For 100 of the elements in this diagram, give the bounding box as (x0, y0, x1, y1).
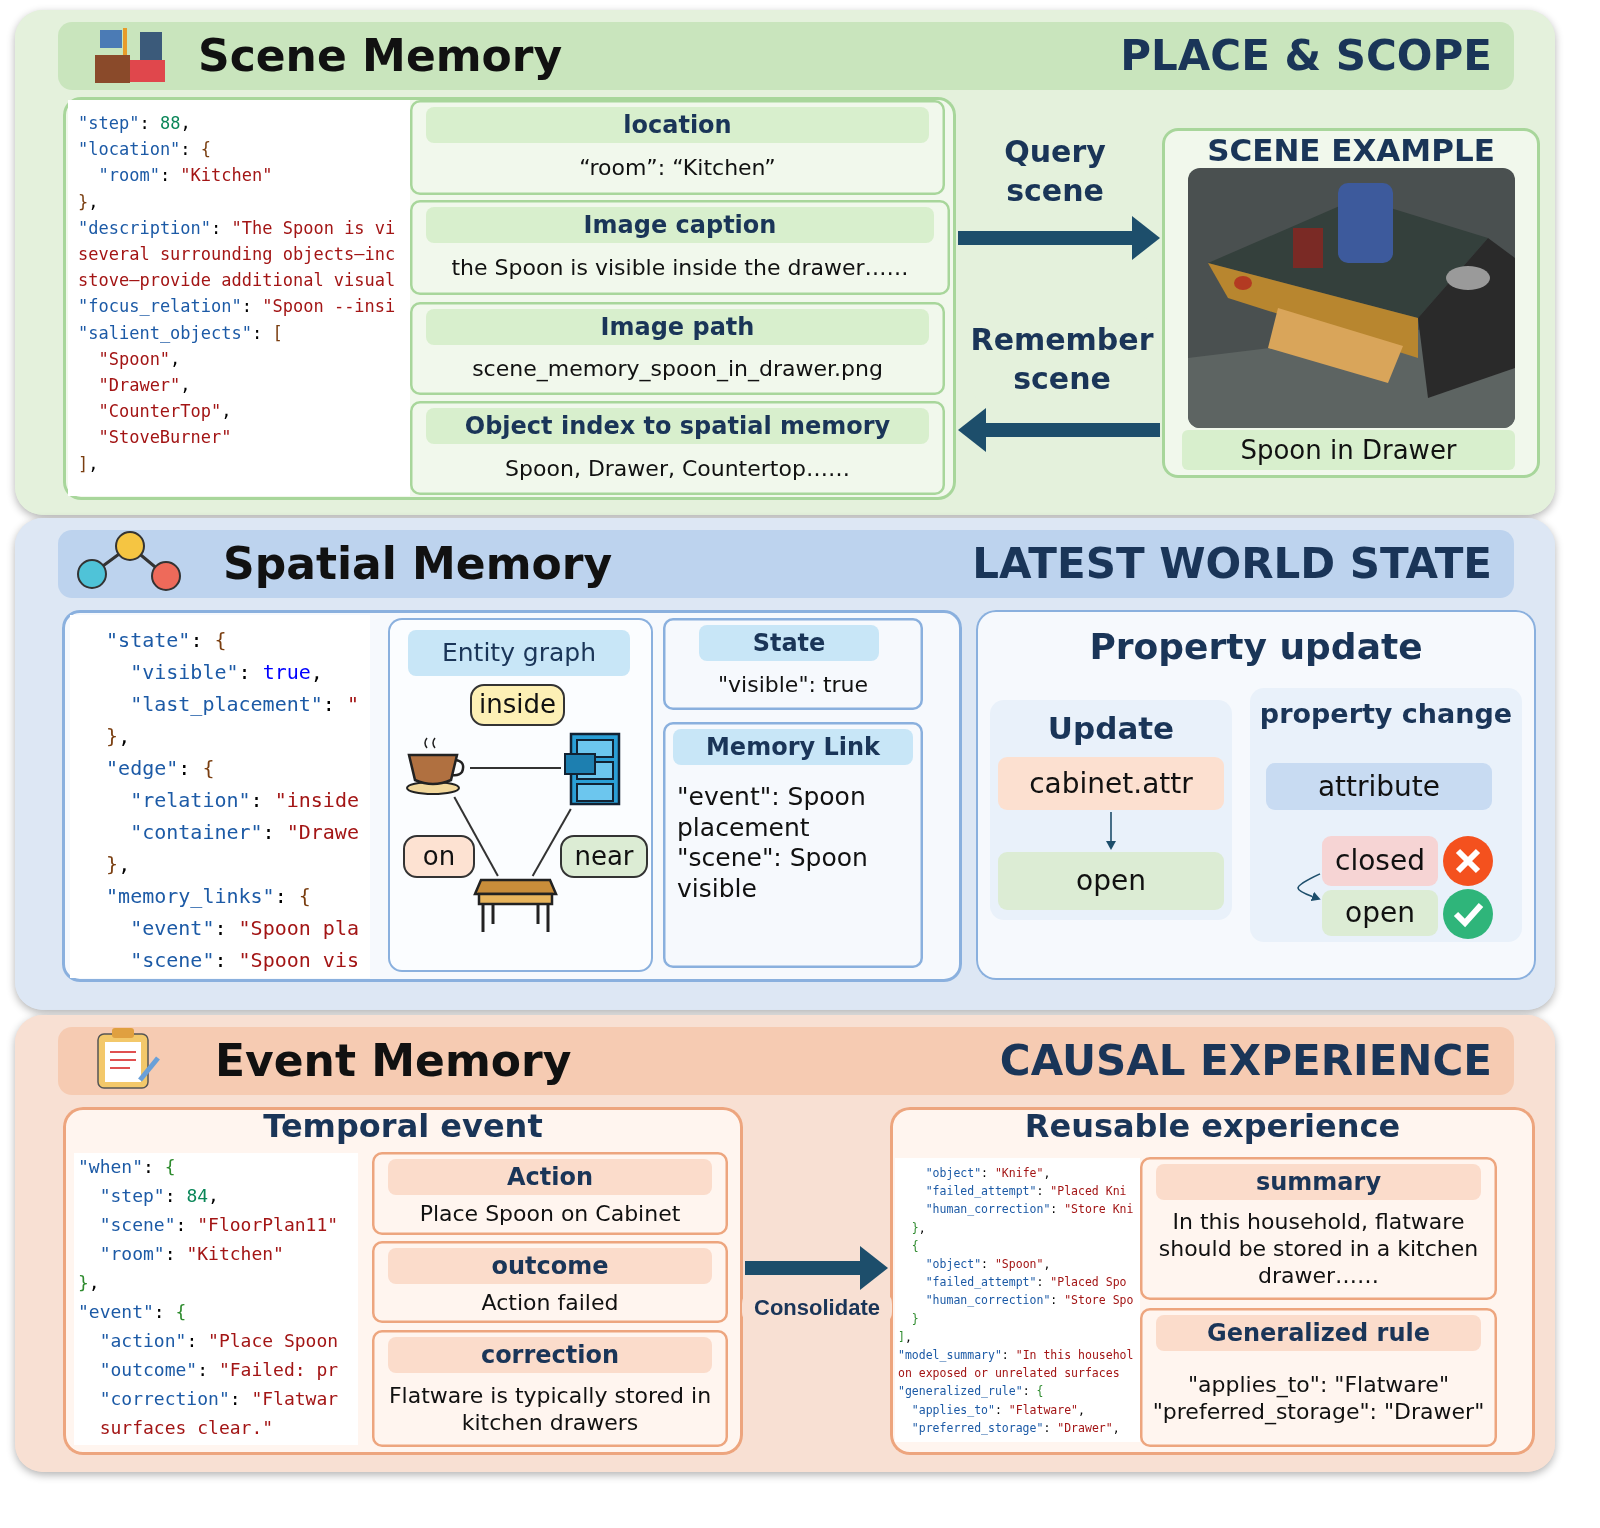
field-heading: Object index to spatial memory (426, 408, 929, 444)
cabinet-icon (563, 732, 623, 807)
field-heading: Memory Link (673, 729, 913, 765)
field-heading: outcome (388, 1248, 712, 1284)
update-card (976, 610, 1536, 980)
code-line: "location": { (78, 138, 212, 162)
block-arrow (958, 408, 1160, 452)
code-line: "state": { (106, 627, 227, 654)
group-heading: Reusable experience (1023, 1107, 1402, 1145)
code-line: "CounterTop", (98, 400, 232, 424)
panel-tagline: LATEST WORLD STATE (972, 539, 1492, 588)
code-line: "human_correction": "Store Kni (925, 1201, 1134, 1219)
group-heading: Entity graph (408, 630, 630, 676)
code-line: "StoveBurner" (98, 426, 232, 450)
code-line: "failed_attempt": "Placed Spo (925, 1274, 1127, 1292)
group-heading: property change (1258, 698, 1514, 729)
panel-title: Scene Memory (198, 30, 563, 81)
group-heading: Temporal event (262, 1107, 544, 1145)
field-heading: Action (388, 1159, 712, 1195)
code-line: "Spoon", (98, 347, 181, 371)
code-line: "event": "Spoon pla (130, 915, 359, 942)
code-line: "event": { (78, 1300, 187, 1324)
graph-card (388, 618, 653, 972)
code-line: "step": 84, (99, 1184, 219, 1208)
field-value: Action failed (480, 1288, 620, 1317)
value-chip: attribute (1266, 763, 1492, 810)
code-line: "correction": "Flatwar (99, 1387, 339, 1411)
code-line: ], (898, 1328, 912, 1346)
value-chip: open (998, 852, 1224, 910)
connector-line (531, 808, 572, 877)
field-value: Place Spoon on Cabinet (418, 1200, 682, 1229)
field-card (410, 401, 945, 495)
connector-line (453, 796, 499, 877)
field-heading: location (426, 107, 929, 143)
panel-title: Event Memory (215, 1035, 572, 1086)
arrow (1106, 811, 1116, 850)
group-heading: SCENE EXAMPLE (1206, 132, 1496, 168)
code-line: "preferred_storage": "Drawer", (911, 1419, 1120, 1437)
field-card (1140, 1157, 1497, 1300)
group-heading: Update (1046, 710, 1176, 746)
code-line: surfaces clear." (99, 1416, 274, 1440)
field-heading: Image path (426, 309, 929, 345)
field-card (372, 1241, 728, 1323)
field-card (372, 1152, 728, 1235)
code-line: }, (78, 190, 99, 214)
update-column (990, 700, 1232, 920)
edge-label: near (560, 835, 648, 878)
panel-tagline: CAUSAL EXPERIENCE (999, 1036, 1492, 1085)
code-line: "container": "Drawe (130, 819, 359, 846)
code-line: "relation": "inside (130, 787, 359, 814)
code-line: "visible": true, (130, 659, 323, 686)
code-line: "scene": "FloorPlan11" (99, 1213, 339, 1237)
field-value: scene_memory_spoon_in_drawer.png (471, 355, 884, 384)
update-column (1250, 688, 1522, 942)
code-line: "human_correction": "Store Spo (925, 1292, 1134, 1310)
code-line: "outcome": "Failed: pr (99, 1358, 339, 1382)
field-heading: correction (388, 1337, 712, 1373)
field-heading: State (699, 625, 879, 661)
value-chip: open (1322, 890, 1438, 936)
code-line: { (911, 1237, 919, 1255)
value-chip: closed (1322, 836, 1438, 886)
panel-tagline: PLACE & SCOPE (1120, 31, 1492, 80)
field-value: "applies_to": "Flatware" "preferred_storage": "Drawer" (1151, 1370, 1486, 1427)
field-card (663, 722, 923, 968)
field-heading: summary (1156, 1164, 1481, 1200)
code-line: "memory_links": { (106, 883, 311, 910)
code-line: } (911, 1310, 919, 1328)
field-value: In this household, flatware should be stored in a kitchen drawer…… (1157, 1208, 1480, 1290)
code-line: "description": "The Spoon is vi (78, 216, 396, 240)
field-card (410, 302, 945, 395)
field-card (372, 1330, 728, 1447)
code-line: several surrounding objects—inc (78, 243, 396, 266)
code-line: "object": "Spoon", (925, 1256, 1051, 1273)
block-arrow (958, 216, 1160, 260)
code-line: "edge": { (106, 755, 215, 782)
code-line: "model_summary": "In this househol (898, 1347, 1134, 1364)
code-line: "failed_attempt": "Placed Kni (925, 1183, 1127, 1201)
code-line: "Drawer", (98, 374, 191, 397)
field-heading: Generalized rule (1156, 1315, 1481, 1351)
code-line: "room": "Kitchen" (98, 164, 273, 188)
code-line: ], (78, 452, 99, 476)
value-chip: cabinet.attr (998, 757, 1224, 810)
field-value: Flatware is typically stored in kitchen drawers (387, 1381, 713, 1437)
group-heading: Property update (1088, 626, 1424, 667)
code-line: "scene": "Spoon vis (130, 947, 359, 974)
panel-title: Spatial Memory (223, 538, 613, 589)
code-line: "focus_relation": "Spoon --insi (78, 295, 396, 319)
code-line: "applies_to": "Flatware", (911, 1401, 1085, 1419)
field-value: Spoon, Drawer, Countertop…… (504, 454, 851, 483)
code-line: }, (911, 1219, 926, 1237)
code-line: "when": { (78, 1155, 176, 1179)
field-value: "event": Spoon placement "scene": Spoon visible (677, 782, 869, 904)
code-line: on exposed or unrelated surfaces (898, 1365, 1120, 1383)
field-heading: Image caption (426, 207, 934, 243)
field-card (1140, 1308, 1497, 1447)
code-line: "last_placement": " (130, 691, 359, 718)
field-value: "visible": true (716, 670, 870, 699)
code-line: stove—provide additional visual (78, 269, 396, 293)
code-line: "generalized_rule": { (898, 1383, 1044, 1401)
arrow (1297, 873, 1321, 902)
